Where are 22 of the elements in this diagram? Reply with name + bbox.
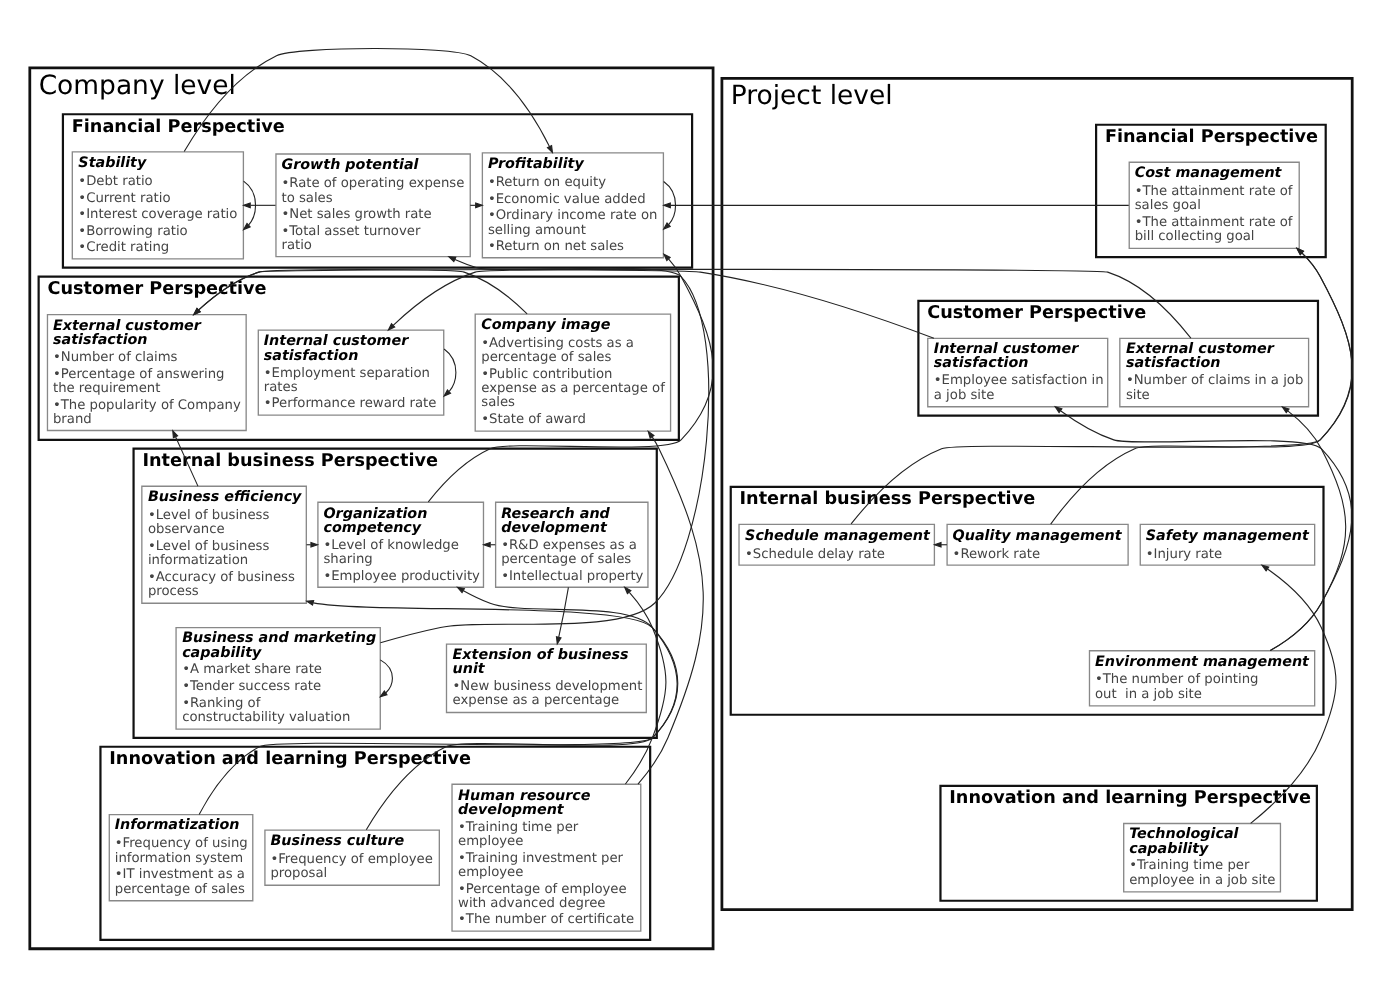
arrow	[192, 268, 1192, 339]
arrow	[850, 247, 1353, 525]
arrow	[241, 202, 277, 209]
arrow	[442, 348, 457, 398]
arrow	[1050, 247, 1353, 525]
arrow	[427, 252, 714, 503]
arrow	[198, 599, 679, 815]
arrow	[555, 586, 569, 646]
arrow	[1250, 564, 1337, 824]
arrow	[387, 269, 935, 339]
arrow	[662, 181, 677, 231]
arrow	[192, 268, 528, 316]
arrow	[1053, 405, 1353, 652]
arrow	[365, 586, 678, 831]
arrow	[379, 255, 710, 644]
arrow	[637, 430, 704, 785]
arrow	[183, 47, 554, 155]
arrow	[172, 429, 199, 487]
arrow	[378, 659, 393, 698]
arrow	[623, 586, 667, 785]
arrow	[242, 180, 257, 231]
arrow	[662, 202, 1130, 209]
